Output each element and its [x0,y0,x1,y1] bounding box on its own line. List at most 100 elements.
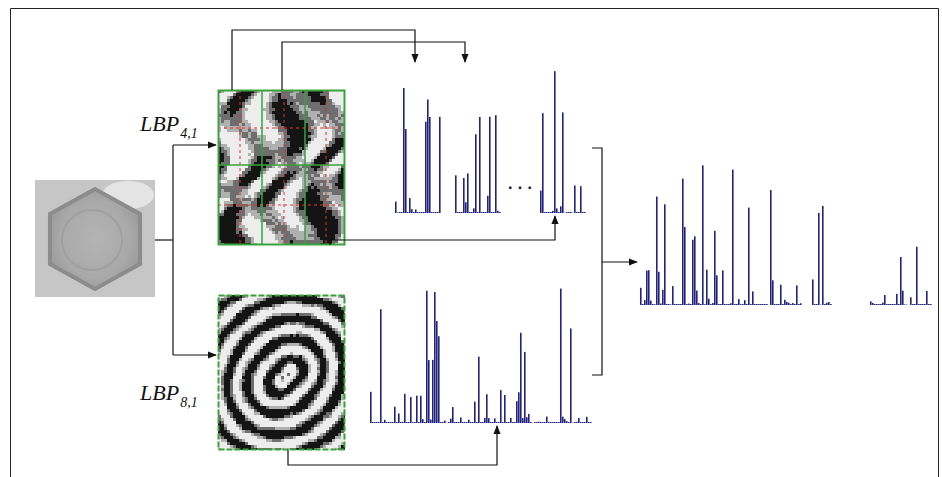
texture-pixel [245,213,248,216]
texture-pixel [221,201,224,204]
texture-pixel [275,102,278,105]
texture-pixel [269,183,272,186]
texture-pixel [263,96,266,99]
texture-pixel [290,186,293,189]
texture-pixel [314,111,317,114]
texture-pixel [320,198,323,201]
texture-pixel [224,153,227,156]
texture-pixel [287,204,290,207]
texture-pixel [245,195,248,198]
texture-pixel [281,117,284,120]
texture-pixel [317,168,320,171]
texture-pixel [287,198,290,201]
texture-pixel [266,216,269,219]
texture-pixel [251,192,254,195]
texture-pixel [335,117,338,120]
texture-pixel [248,186,251,189]
texture-pixel [242,141,245,144]
texture-pixel [311,192,314,195]
texture-pixel [224,192,227,195]
texture-pixel [248,147,251,150]
texture-pixel [236,195,239,198]
texture-pixel [287,141,290,144]
texture-pixel [293,225,296,228]
texture-pixel [299,195,302,198]
texture-pixel [251,219,254,222]
texture-pixel [236,117,239,120]
texture-pixel [266,150,269,153]
texture-pixel [314,201,317,204]
texture-pixel [320,177,323,180]
texture-pixel [233,207,236,210]
texture-pixel [317,186,320,189]
texture-pixel [266,168,269,171]
texture-pixel [317,138,320,141]
texture-pixel [287,117,290,120]
texture-pixel [269,156,272,159]
texture-pixel [230,156,233,159]
texture-pixel [317,132,320,135]
texture-pixel [230,207,233,210]
texture-pixel [245,135,248,138]
texture-pixel [287,99,290,102]
texture-pixel [251,204,254,207]
texture-pixel [272,108,275,111]
texture-pixel [221,213,224,216]
cell-background [35,180,155,297]
texture-pixel [230,219,233,222]
texture-pixel [221,186,224,189]
texture-pixel [332,213,335,216]
texture-pixel [299,204,302,207]
texture-pixel [287,147,290,150]
texture-pixel [257,171,260,174]
texture-pixel [233,150,236,153]
texture-pixel [242,132,245,135]
texture-pixel [275,93,278,96]
texture-pixel [236,213,239,216]
texture-pixel [263,222,266,225]
texture-pixel [251,135,254,138]
texture-pixel [329,210,332,213]
texture-pixel [251,99,254,102]
texture-pixel [266,156,269,159]
texture-pixel [269,147,272,150]
texture-pixel [311,153,314,156]
texture-pixel [296,153,299,156]
texture-pixel [263,195,266,198]
texture-pixel [266,93,269,96]
texture-pixel [242,150,245,153]
texture-pixel [272,147,275,150]
texture-pixel [320,96,323,99]
texture-pixel [335,192,338,195]
texture-pixel [248,225,251,228]
texture-pixel [269,186,272,189]
texture-pixel [299,150,302,153]
texture-pixel [266,153,269,156]
texture-pixel [275,189,278,192]
texture-pixel [254,207,257,210]
texture-pixel [230,144,233,147]
texture-pixel [230,105,233,108]
texture-pixel [272,210,275,213]
texture-pixel [266,210,269,213]
texture-pixel [308,147,311,150]
texture-pixel [317,219,320,222]
texture-pixel [290,156,293,159]
texture-pixel [251,213,254,216]
texture-pixel [287,93,290,96]
texture-pixel [242,117,245,120]
texture-pixel [236,210,239,213]
texture-pixel [317,105,320,108]
texture-pixel [224,102,227,105]
texture-pixel [224,120,227,123]
texture-pixel [290,99,293,102]
texture-pixel [248,105,251,108]
texture-pixel [275,168,278,171]
texture-pixel [338,141,341,144]
texture-pixel [275,183,278,186]
texture-pixel [263,207,266,210]
texture-pixel [257,207,260,210]
texture-pixel [332,210,335,213]
texture-pixel [284,99,287,102]
texture-pixel [323,159,326,162]
